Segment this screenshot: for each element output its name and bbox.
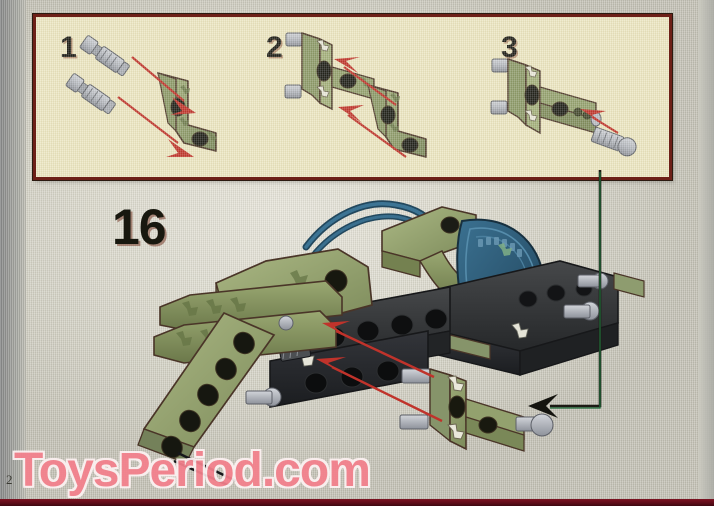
technic-pin-icon [590, 127, 637, 157]
technic-pin-icon [245, 387, 282, 407]
substep-callout-leader [528, 170, 602, 418]
technic-pin-icon [399, 368, 431, 430]
incoming-sub-assembly [399, 368, 554, 452]
substep-1-number: 1 [60, 31, 77, 64]
insert-arrow-upper [322, 321, 435, 379]
substep-3-illustration [490, 58, 637, 157]
page-right-gutter [698, 0, 714, 506]
substep-2: 2 [246, 17, 446, 177]
dark-chassis-right [437, 260, 645, 376]
technic-pin-icon [278, 315, 294, 331]
technic-pin-icon [490, 58, 509, 115]
insert-arrow-lower [316, 357, 443, 423]
callout-arrowhead [528, 394, 558, 418]
olive-front-arms [137, 248, 373, 485]
substep-2-number: 2 [266, 31, 283, 64]
technic-pin-icon [284, 32, 303, 99]
technic-axle [173, 451, 237, 485]
sub-assembly-step-1 [284, 32, 375, 111]
technic-pin-icon [65, 73, 116, 115]
page-step-number: 16 [112, 199, 167, 255]
angled-liftarm-icon [367, 84, 427, 158]
page-number: 2 [6, 472, 13, 487]
substep-1-illustration [65, 35, 217, 157]
sub-assembly-step-2 [490, 58, 602, 135]
substep-3-number: 3 [501, 31, 518, 64]
assembly-arrow [334, 57, 407, 158]
beam-hole [161, 331, 255, 459]
page-bottom-bar [0, 499, 714, 506]
technic-pin-icon [563, 301, 600, 321]
technic-pin-icon [79, 35, 130, 77]
substep-3: 3 [446, 17, 675, 177]
technic-pin-icon [515, 413, 554, 437]
main-model-illustration [137, 200, 645, 485]
substep-2-illustration [284, 32, 427, 158]
site-watermark: ToysPeriod.com [14, 444, 371, 497]
page-left-gutter [0, 0, 26, 506]
substep-panel: 1 [33, 14, 672, 180]
substep-1: 1 [36, 17, 246, 177]
assembly-arrow [117, 56, 196, 157]
assembly-arrow [580, 109, 619, 134]
